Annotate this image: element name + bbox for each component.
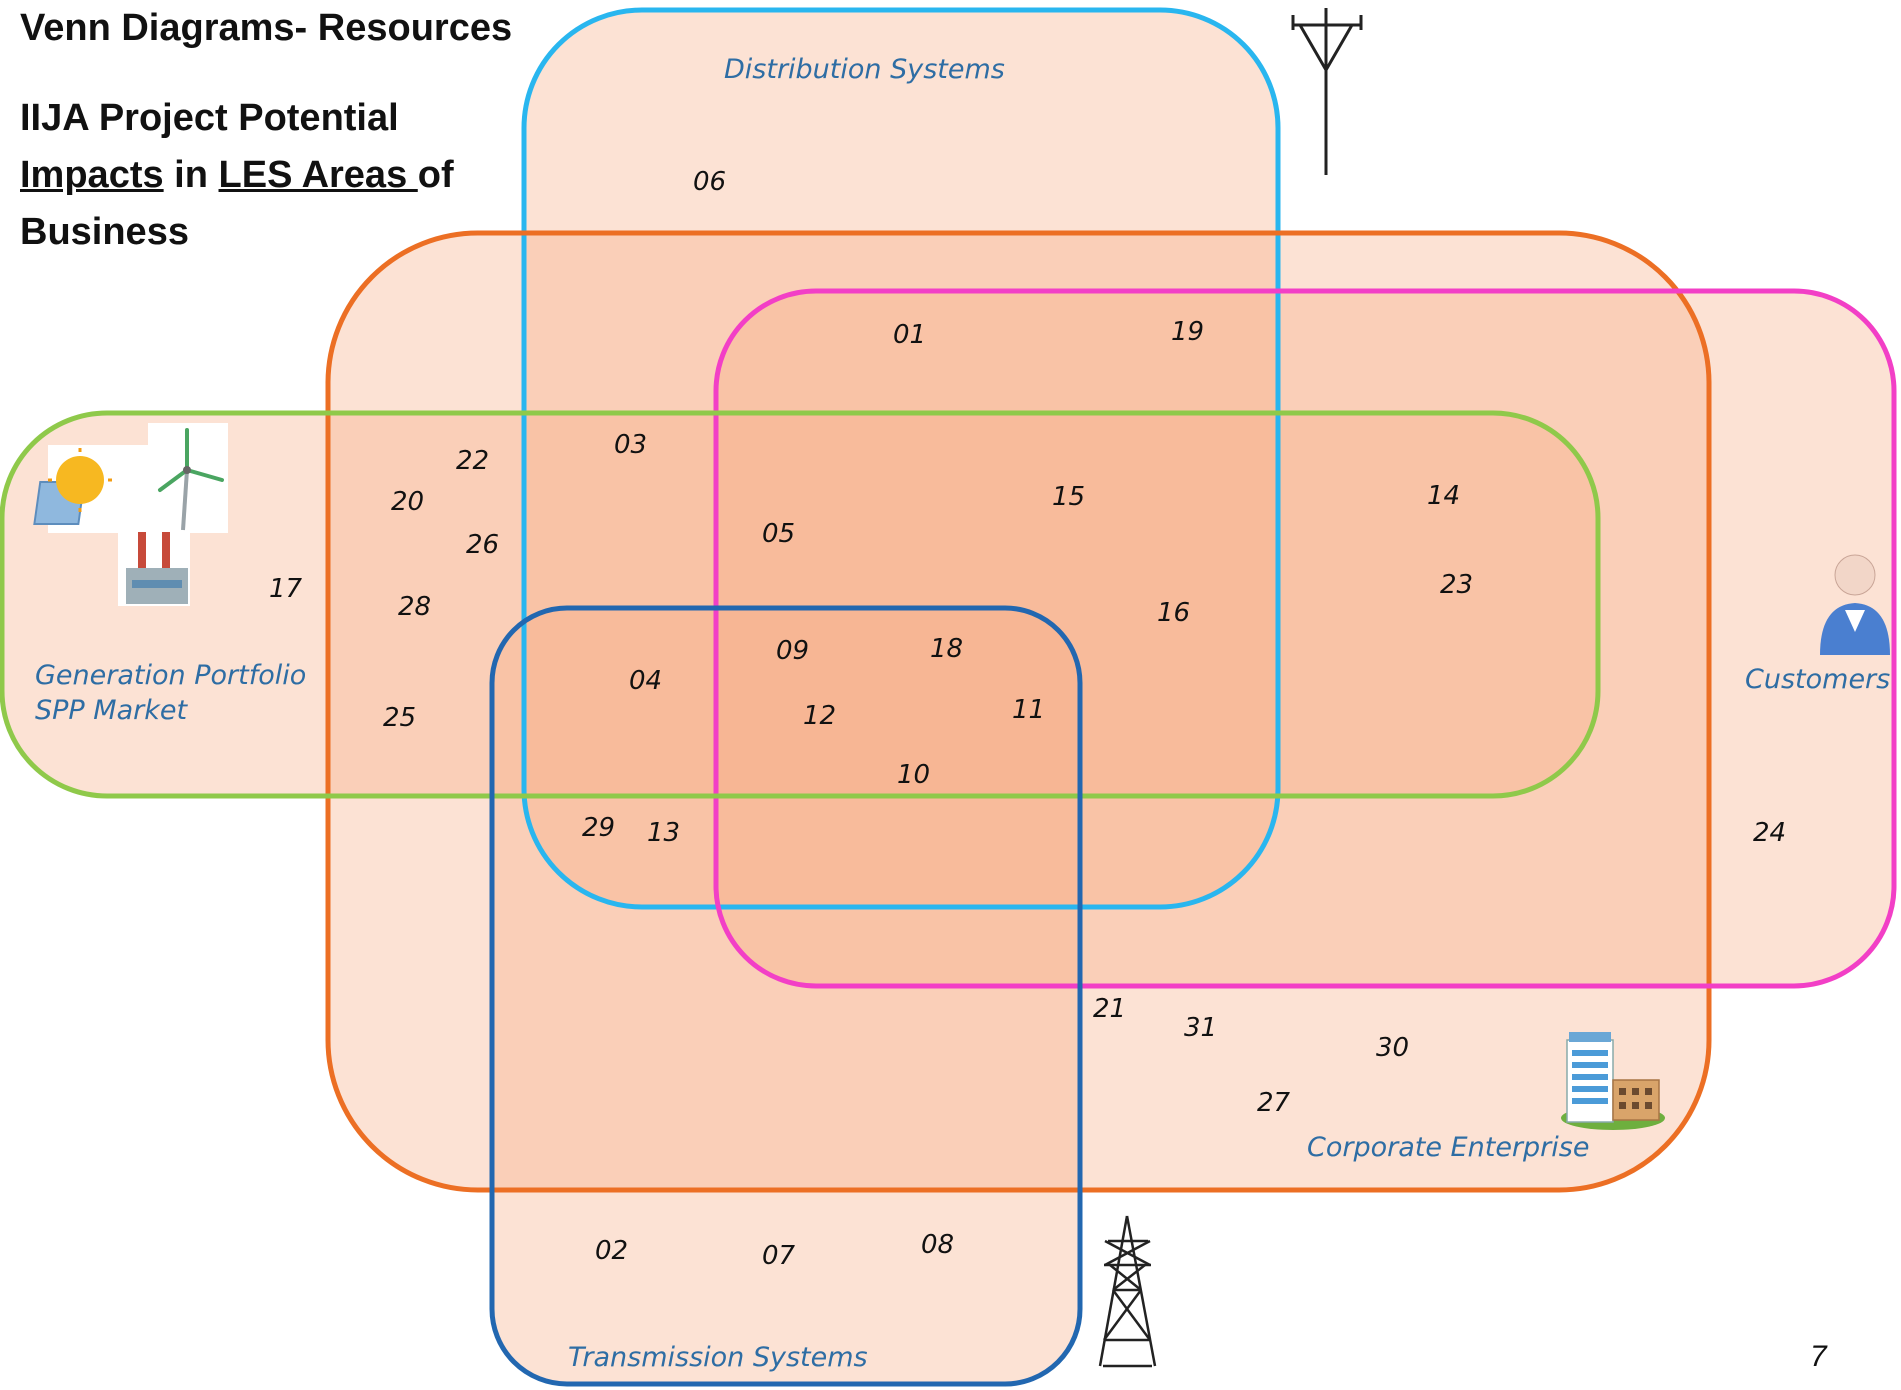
project-number: 30 bbox=[1376, 1033, 1410, 1063]
subtitle-part: of bbox=[417, 154, 454, 196]
generation-portfolio-label: Generation Portfolio bbox=[35, 660, 307, 691]
project-number: 13 bbox=[647, 818, 681, 848]
project-number: 12 bbox=[803, 701, 837, 731]
project-number: 23 bbox=[1440, 570, 1474, 600]
page-title: Venn Diagrams- Resources bbox=[20, 7, 513, 49]
project-number: 24 bbox=[1753, 818, 1787, 848]
project-number: 21 bbox=[1093, 994, 1127, 1024]
subtitle-les-areas: LES Areas bbox=[218, 154, 418, 196]
project-number: 09 bbox=[776, 636, 810, 666]
customers-region-outline bbox=[713, 288, 1897, 989]
generation-region-fill bbox=[2, 413, 1598, 796]
solar-wind-plant-icon bbox=[33, 423, 228, 606]
project-number: 03 bbox=[614, 430, 648, 460]
project-number: 17 bbox=[269, 574, 303, 604]
corporate-building-icon bbox=[1561, 1032, 1665, 1130]
distribution-pole-icon bbox=[1291, 8, 1363, 175]
distribution-region-outline bbox=[521, 7, 1281, 910]
customer-person-icon bbox=[1820, 554, 1890, 655]
customers-label: Customers bbox=[1745, 664, 1891, 695]
project-number: 04 bbox=[629, 666, 663, 696]
customers-region-fill bbox=[716, 291, 1894, 986]
project-number: 07 bbox=[762, 1241, 796, 1271]
subtitle-impacts: Impacts bbox=[20, 154, 164, 196]
project-number: 10 bbox=[897, 760, 931, 790]
transmission-tower-icon bbox=[1098, 1215, 1157, 1368]
project-number: 11 bbox=[1012, 695, 1046, 725]
project-number: 08 bbox=[921, 1230, 955, 1260]
distribution-systems-label: Distribution Systems bbox=[724, 54, 1005, 85]
generation-region-outline bbox=[0, 410, 1601, 799]
project-number: 29 bbox=[582, 813, 616, 843]
project-number: 25 bbox=[383, 703, 417, 733]
project-number: 02 bbox=[595, 1236, 629, 1266]
project-number: 31 bbox=[1184, 1013, 1218, 1043]
project-number: 20 bbox=[391, 487, 425, 517]
subtitle-part: IIJA Project Potential bbox=[20, 97, 399, 139]
project-number: 05 bbox=[762, 519, 796, 549]
project-number: 16 bbox=[1157, 598, 1191, 628]
slide-number: 7 bbox=[1810, 1340, 1827, 1373]
project-number: 22 bbox=[456, 446, 490, 476]
project-number: 19 bbox=[1171, 317, 1205, 347]
project-number: 06 bbox=[693, 167, 727, 197]
corporate-region-outline bbox=[325, 230, 1712, 1193]
project-number: 26 bbox=[466, 530, 500, 560]
spp-market-label: SPP Market bbox=[35, 695, 188, 726]
project-number: 18 bbox=[930, 634, 964, 664]
corporate-enterprise-label: Corporate Enterprise bbox=[1307, 1132, 1590, 1163]
subtitle-part: in bbox=[163, 154, 219, 196]
project-number: 01 bbox=[893, 320, 927, 350]
project-number: 14 bbox=[1427, 481, 1461, 511]
project-number: 15 bbox=[1052, 482, 1086, 512]
transmission-systems-label: Transmission Systems bbox=[568, 1342, 868, 1373]
project-number: 27 bbox=[1257, 1088, 1291, 1118]
project-number: 28 bbox=[398, 592, 432, 622]
corporate-region-fill bbox=[328, 233, 1709, 1190]
subtitle-part: Business bbox=[20, 211, 189, 253]
transmission-region-outline bbox=[489, 605, 1083, 1387]
